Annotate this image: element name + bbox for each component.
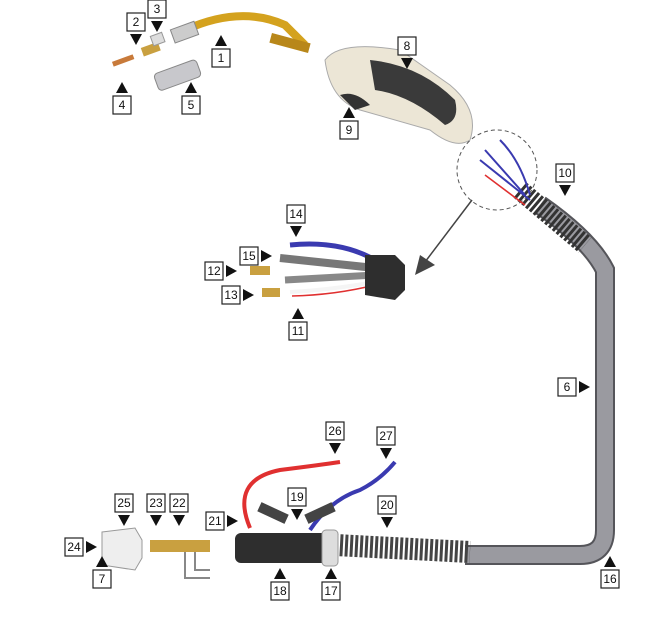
part-number: 6 bbox=[564, 380, 571, 394]
part-label-17: 17 bbox=[321, 568, 341, 601]
part-label-4: 4 bbox=[112, 82, 132, 115]
contact-tip bbox=[111, 54, 135, 67]
cable-bundle-detail bbox=[250, 241, 405, 300]
part-number: 23 bbox=[149, 496, 163, 510]
cable-sleeve-top bbox=[513, 182, 592, 253]
pointer-arrow-icon bbox=[291, 509, 303, 520]
part-label-27: 27 bbox=[376, 426, 396, 459]
part-label-14: 14 bbox=[286, 204, 306, 237]
part-label-7: 7 bbox=[92, 556, 112, 589]
neck-insulator bbox=[169, 20, 200, 44]
part-label-6: 6 bbox=[557, 377, 590, 397]
part-number: 24 bbox=[67, 540, 81, 554]
pointer-arrow-icon bbox=[604, 556, 616, 567]
part-number: 8 bbox=[404, 39, 411, 53]
pointer-arrow-icon bbox=[227, 515, 238, 527]
part-label-15: 15 bbox=[239, 246, 272, 266]
pointer-arrow-icon bbox=[243, 289, 254, 301]
part-number: 7 bbox=[99, 572, 106, 586]
cable-sleeve-bottom bbox=[334, 534, 471, 563]
part-label-24: 24 bbox=[64, 537, 97, 557]
part-label-5: 5 bbox=[181, 82, 201, 115]
pointer-arrow-icon bbox=[290, 226, 302, 237]
connector-nut bbox=[101, 527, 143, 571]
cable-assembly bbox=[465, 196, 615, 565]
pointer-arrow-icon bbox=[325, 568, 337, 579]
detail-arrow bbox=[415, 255, 435, 275]
part-number: 15 bbox=[242, 249, 256, 263]
pointer-arrow-icon bbox=[329, 443, 341, 454]
part-label-19: 19 bbox=[287, 487, 307, 520]
part-label-11: 11 bbox=[288, 308, 308, 341]
part-number: 19 bbox=[290, 490, 304, 504]
tip-holder bbox=[149, 31, 166, 47]
pointer-arrow-icon bbox=[292, 308, 304, 319]
part-label-2: 2 bbox=[126, 12, 146, 45]
pointer-arrow-icon bbox=[381, 517, 393, 528]
part-number: 21 bbox=[208, 514, 222, 528]
part-number: 5 bbox=[188, 98, 195, 112]
pointer-arrow-icon bbox=[380, 448, 392, 459]
trigger bbox=[340, 93, 370, 110]
part-number: 13 bbox=[224, 288, 238, 302]
part-label-23: 23 bbox=[146, 493, 166, 526]
pointer-arrow-icon bbox=[150, 515, 162, 526]
pointer-arrow-icon bbox=[401, 58, 413, 69]
part-number: 16 bbox=[603, 572, 617, 586]
pointer-arrow-icon bbox=[96, 556, 108, 567]
part-number: 2 bbox=[133, 15, 140, 29]
pointer-arrow-icon bbox=[173, 515, 185, 526]
part-number: 14 bbox=[289, 207, 303, 221]
part-number: 9 bbox=[346, 123, 353, 137]
part-label-1: 1 bbox=[211, 35, 231, 68]
part-number: 17 bbox=[324, 584, 338, 598]
part-label-12: 12 bbox=[204, 261, 237, 281]
part-number: 10 bbox=[558, 166, 572, 180]
handle-grip bbox=[370, 60, 457, 125]
swan-neck bbox=[183, 12, 308, 48]
pointer-arrow-icon bbox=[86, 541, 97, 553]
part-number: 27 bbox=[379, 429, 393, 443]
part-number: 22 bbox=[172, 496, 186, 510]
part-number: 26 bbox=[328, 424, 342, 438]
detail-circle bbox=[456, 129, 538, 211]
part-label-9: 9 bbox=[339, 107, 359, 140]
part-number: 12 bbox=[207, 264, 221, 278]
part-number: 3 bbox=[154, 2, 161, 16]
part-number: 20 bbox=[380, 498, 394, 512]
pointer-arrow-icon bbox=[116, 82, 128, 93]
part-label-25: 25 bbox=[114, 493, 134, 526]
part-number: 25 bbox=[117, 496, 131, 510]
nozzle bbox=[153, 59, 202, 91]
part-label-16: 16 bbox=[600, 556, 620, 589]
pointer-arrow-icon bbox=[130, 34, 142, 45]
part-number: 4 bbox=[119, 98, 126, 112]
part-number: 18 bbox=[273, 584, 287, 598]
part-label-13: 13 bbox=[221, 285, 254, 305]
pointer-arrow-icon bbox=[226, 265, 237, 277]
part-number: 11 bbox=[292, 324, 305, 338]
pointer-arrow-icon bbox=[151, 21, 163, 32]
pointer-arrow-icon bbox=[274, 568, 286, 579]
part-label-20: 20 bbox=[377, 495, 397, 528]
pointer-arrow-icon bbox=[118, 515, 130, 526]
part-label-22: 22 bbox=[169, 493, 189, 526]
pointer-arrow-icon bbox=[185, 82, 197, 93]
part-label-18: 18 bbox=[270, 568, 290, 601]
pointer-arrow-icon bbox=[343, 107, 355, 118]
part-number: 1 bbox=[218, 51, 225, 65]
part-label-21: 21 bbox=[205, 511, 238, 531]
pointer-arrow-icon bbox=[261, 250, 272, 262]
part-label-10: 10 bbox=[555, 163, 575, 196]
pointer-arrow-icon bbox=[559, 185, 571, 196]
pointer-arrow-icon bbox=[215, 35, 227, 46]
part-label-8: 8 bbox=[397, 36, 417, 69]
part-label-3: 3 bbox=[147, 0, 167, 32]
connector-body bbox=[235, 533, 330, 563]
part-label-26: 26 bbox=[325, 421, 345, 454]
pointer-arrow-icon bbox=[579, 381, 590, 393]
